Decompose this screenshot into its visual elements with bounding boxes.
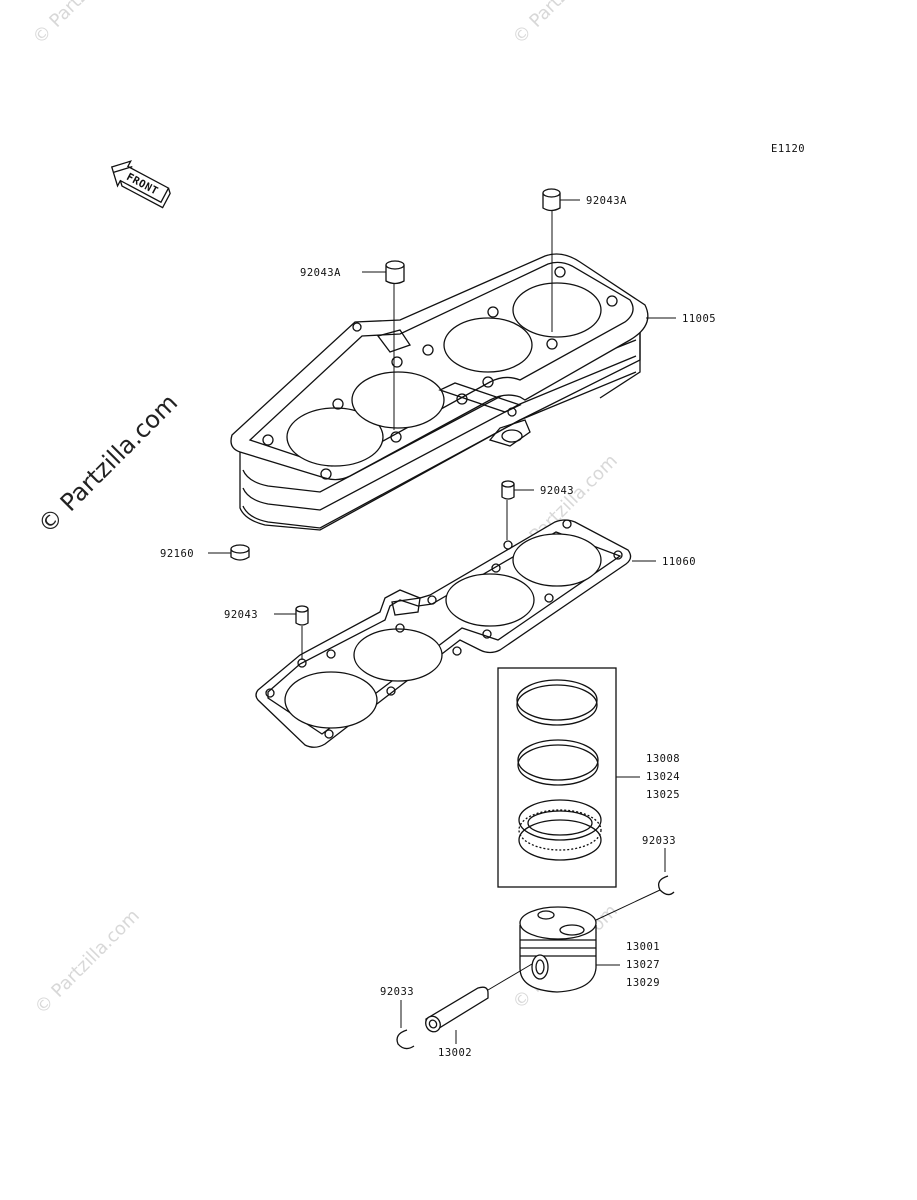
piston-ring-set <box>497 667 640 888</box>
label-13025: 13025 <box>646 789 680 801</box>
watermark-top-center: © Partzilla.com <box>509 0 622 49</box>
label-13002: 13002 <box>438 1047 472 1059</box>
label-13001: 13001 <box>626 941 660 953</box>
piston <box>519 906 620 993</box>
watermark-bottom-left: © Partzilla.com <box>31 905 144 1018</box>
watermark-main: © Partzilla.com <box>32 388 183 539</box>
label-92033-right: 92033 <box>642 835 676 847</box>
circlip-left <box>396 1000 415 1050</box>
dowel-pin-92043a-left <box>362 260 405 430</box>
label-92033-left: 92033 <box>380 986 414 998</box>
watermark-top-left: © Partzilla.com <box>29 0 142 49</box>
label-13008: 13008 <box>646 753 680 765</box>
label-13027: 13027 <box>626 959 660 971</box>
label-11060: 11060 <box>662 556 696 568</box>
label-13024: 13024 <box>646 771 680 783</box>
dowel-pin-92043-mid <box>501 480 534 540</box>
label-92043-mid: 92043 <box>540 485 574 497</box>
circlip-right <box>595 848 675 921</box>
watermarks: © Partzilla.com © Partzilla.com © Partzi… <box>29 0 622 1019</box>
label-13029: 13029 <box>626 977 660 989</box>
piston-pin <box>425 963 533 1044</box>
label-92043a-left: 92043A <box>300 267 341 279</box>
head-gasket <box>255 519 632 748</box>
front-arrow-icon: FRONT <box>110 160 171 209</box>
plug-92160 <box>208 544 250 561</box>
label-92043a-top: 92043A <box>586 195 627 207</box>
label-92043-left: 92043 <box>224 609 258 621</box>
cylinder-block <box>230 253 649 531</box>
dowel-pin-92043-left <box>274 605 309 660</box>
dowel-pin-92043a-top <box>542 188 580 332</box>
label-92160: 92160 <box>160 548 194 560</box>
label-11005: 11005 <box>682 313 716 325</box>
diagram-code: E1120 <box>771 143 805 155</box>
